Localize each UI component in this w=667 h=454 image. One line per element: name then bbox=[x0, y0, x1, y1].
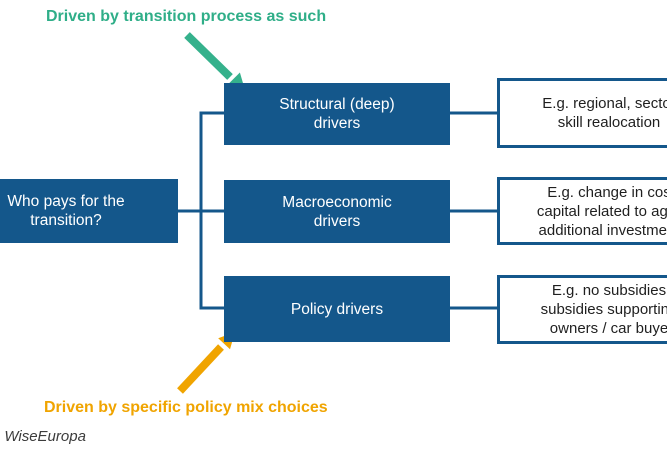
annotation-transition-process: Driven by transition process as such bbox=[46, 8, 327, 25]
annotation-policy-mix: Driven by specific policy mix choices bbox=[44, 399, 328, 416]
example-box-macroeconomic: E.g. change in cos capital related to ag… bbox=[497, 177, 667, 245]
example-box-policy: E.g. no subsidies subsidies supporting o… bbox=[497, 275, 667, 344]
example-box-structural: E.g. regional, sector skill realocation bbox=[497, 78, 667, 148]
driver-box-policy: Policy drivers bbox=[224, 276, 450, 342]
root-question-box: Who pays for the transition? bbox=[0, 179, 178, 243]
driver-box-structural: Structural (deep) drivers bbox=[224, 83, 450, 145]
driver-box-macroeconomic: Macroeconomic drivers bbox=[224, 180, 450, 243]
source-credit: : WiseEuropa bbox=[0, 428, 86, 445]
teal-arrow bbox=[184, 32, 245, 90]
